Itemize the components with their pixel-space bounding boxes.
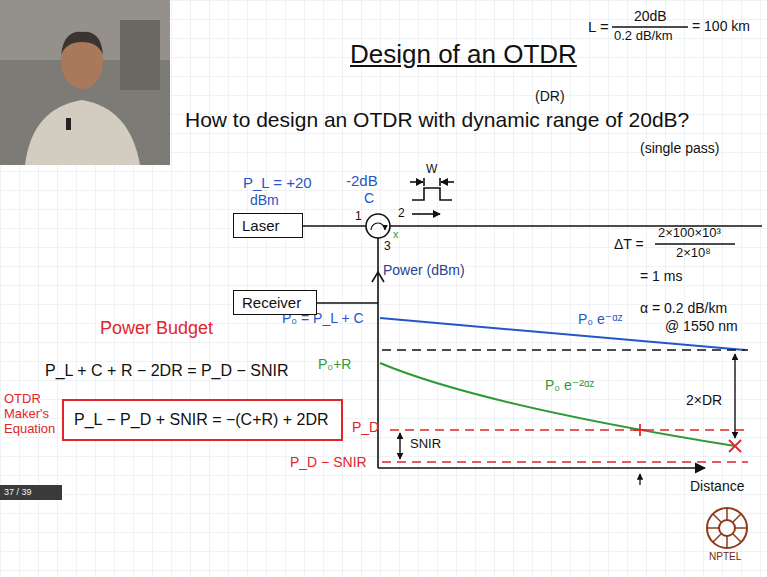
formula-text: ΔT = xyxy=(614,236,644,252)
parameter-label: α = 0.2 dB/km xyxy=(640,300,727,316)
port-number: 3 xyxy=(384,240,391,254)
port-mark: x xyxy=(393,228,399,241)
box-text: Laser xyxy=(242,217,294,234)
laser-box: Laser xyxy=(233,213,303,238)
port-number: 2 xyxy=(398,207,405,221)
pulse-width-label: W xyxy=(426,163,437,177)
fraction-numerator: 20dB xyxy=(634,8,667,24)
level-label: P_D − SNIR xyxy=(290,454,367,470)
power-label: P_L = +20 xyxy=(243,174,312,191)
curve-label: P₀ e⁻ᵅᶻ xyxy=(578,311,623,327)
note-text: (DR) xyxy=(535,88,565,104)
power-plot xyxy=(378,318,748,485)
nptel-logo xyxy=(707,508,747,548)
equation-box: P_L − P_D + SNIR = −(C+R) + 2DR xyxy=(62,399,343,441)
section-heading: Power Budget xyxy=(100,318,213,339)
formula-text: L = xyxy=(588,18,609,35)
video-thumbnail xyxy=(0,0,170,165)
side-note: OTDR Maker's Equation xyxy=(4,392,60,437)
fraction-bars xyxy=(612,27,735,244)
box-text: P_L − P_D + SNIR = −(C+R) + 2DR xyxy=(74,411,331,429)
page-counter: 37 / 39 xyxy=(4,487,32,497)
fraction-numerator: 2×100×10³ xyxy=(658,226,721,241)
equation-text: P_L + C + R − 2DR = P_D − SNIR xyxy=(45,362,289,380)
fraction-denominator: 0.2 dB/km xyxy=(614,29,673,44)
note-text: (single pass) xyxy=(640,140,719,156)
unit-label: dBm xyxy=(250,192,279,208)
axis-label: Power (dBm) xyxy=(383,262,465,278)
question-text: How to design an OTDR with dynamic range… xyxy=(185,108,689,132)
slide-title: Design of an OTDR xyxy=(350,40,577,70)
axis-label: Distance xyxy=(690,478,744,494)
loss-label: -2dB xyxy=(346,172,378,189)
dimension-label: 2×DR xyxy=(686,392,722,408)
receiver-box: Receiver xyxy=(233,290,317,315)
formula-text: = 100 km xyxy=(692,18,750,34)
port-number: 1 xyxy=(355,210,362,224)
player-bar xyxy=(0,485,62,500)
curve-label: P₀ e⁻²ᵅᶻ xyxy=(545,377,594,393)
formula-text: = 1 ms xyxy=(640,268,682,284)
symbol-label: C xyxy=(364,190,374,206)
parameter-label: @ 1550 nm xyxy=(665,318,738,334)
dimension-label: SNIR xyxy=(410,437,441,452)
box-text: Receiver xyxy=(242,294,308,311)
level-label: P_D xyxy=(352,419,379,435)
level-label: P₀+R xyxy=(318,356,351,372)
logo-text: NPTEL xyxy=(709,551,741,563)
optical-setup xyxy=(301,178,762,468)
fraction-denominator: 2×10⁸ xyxy=(676,246,711,261)
